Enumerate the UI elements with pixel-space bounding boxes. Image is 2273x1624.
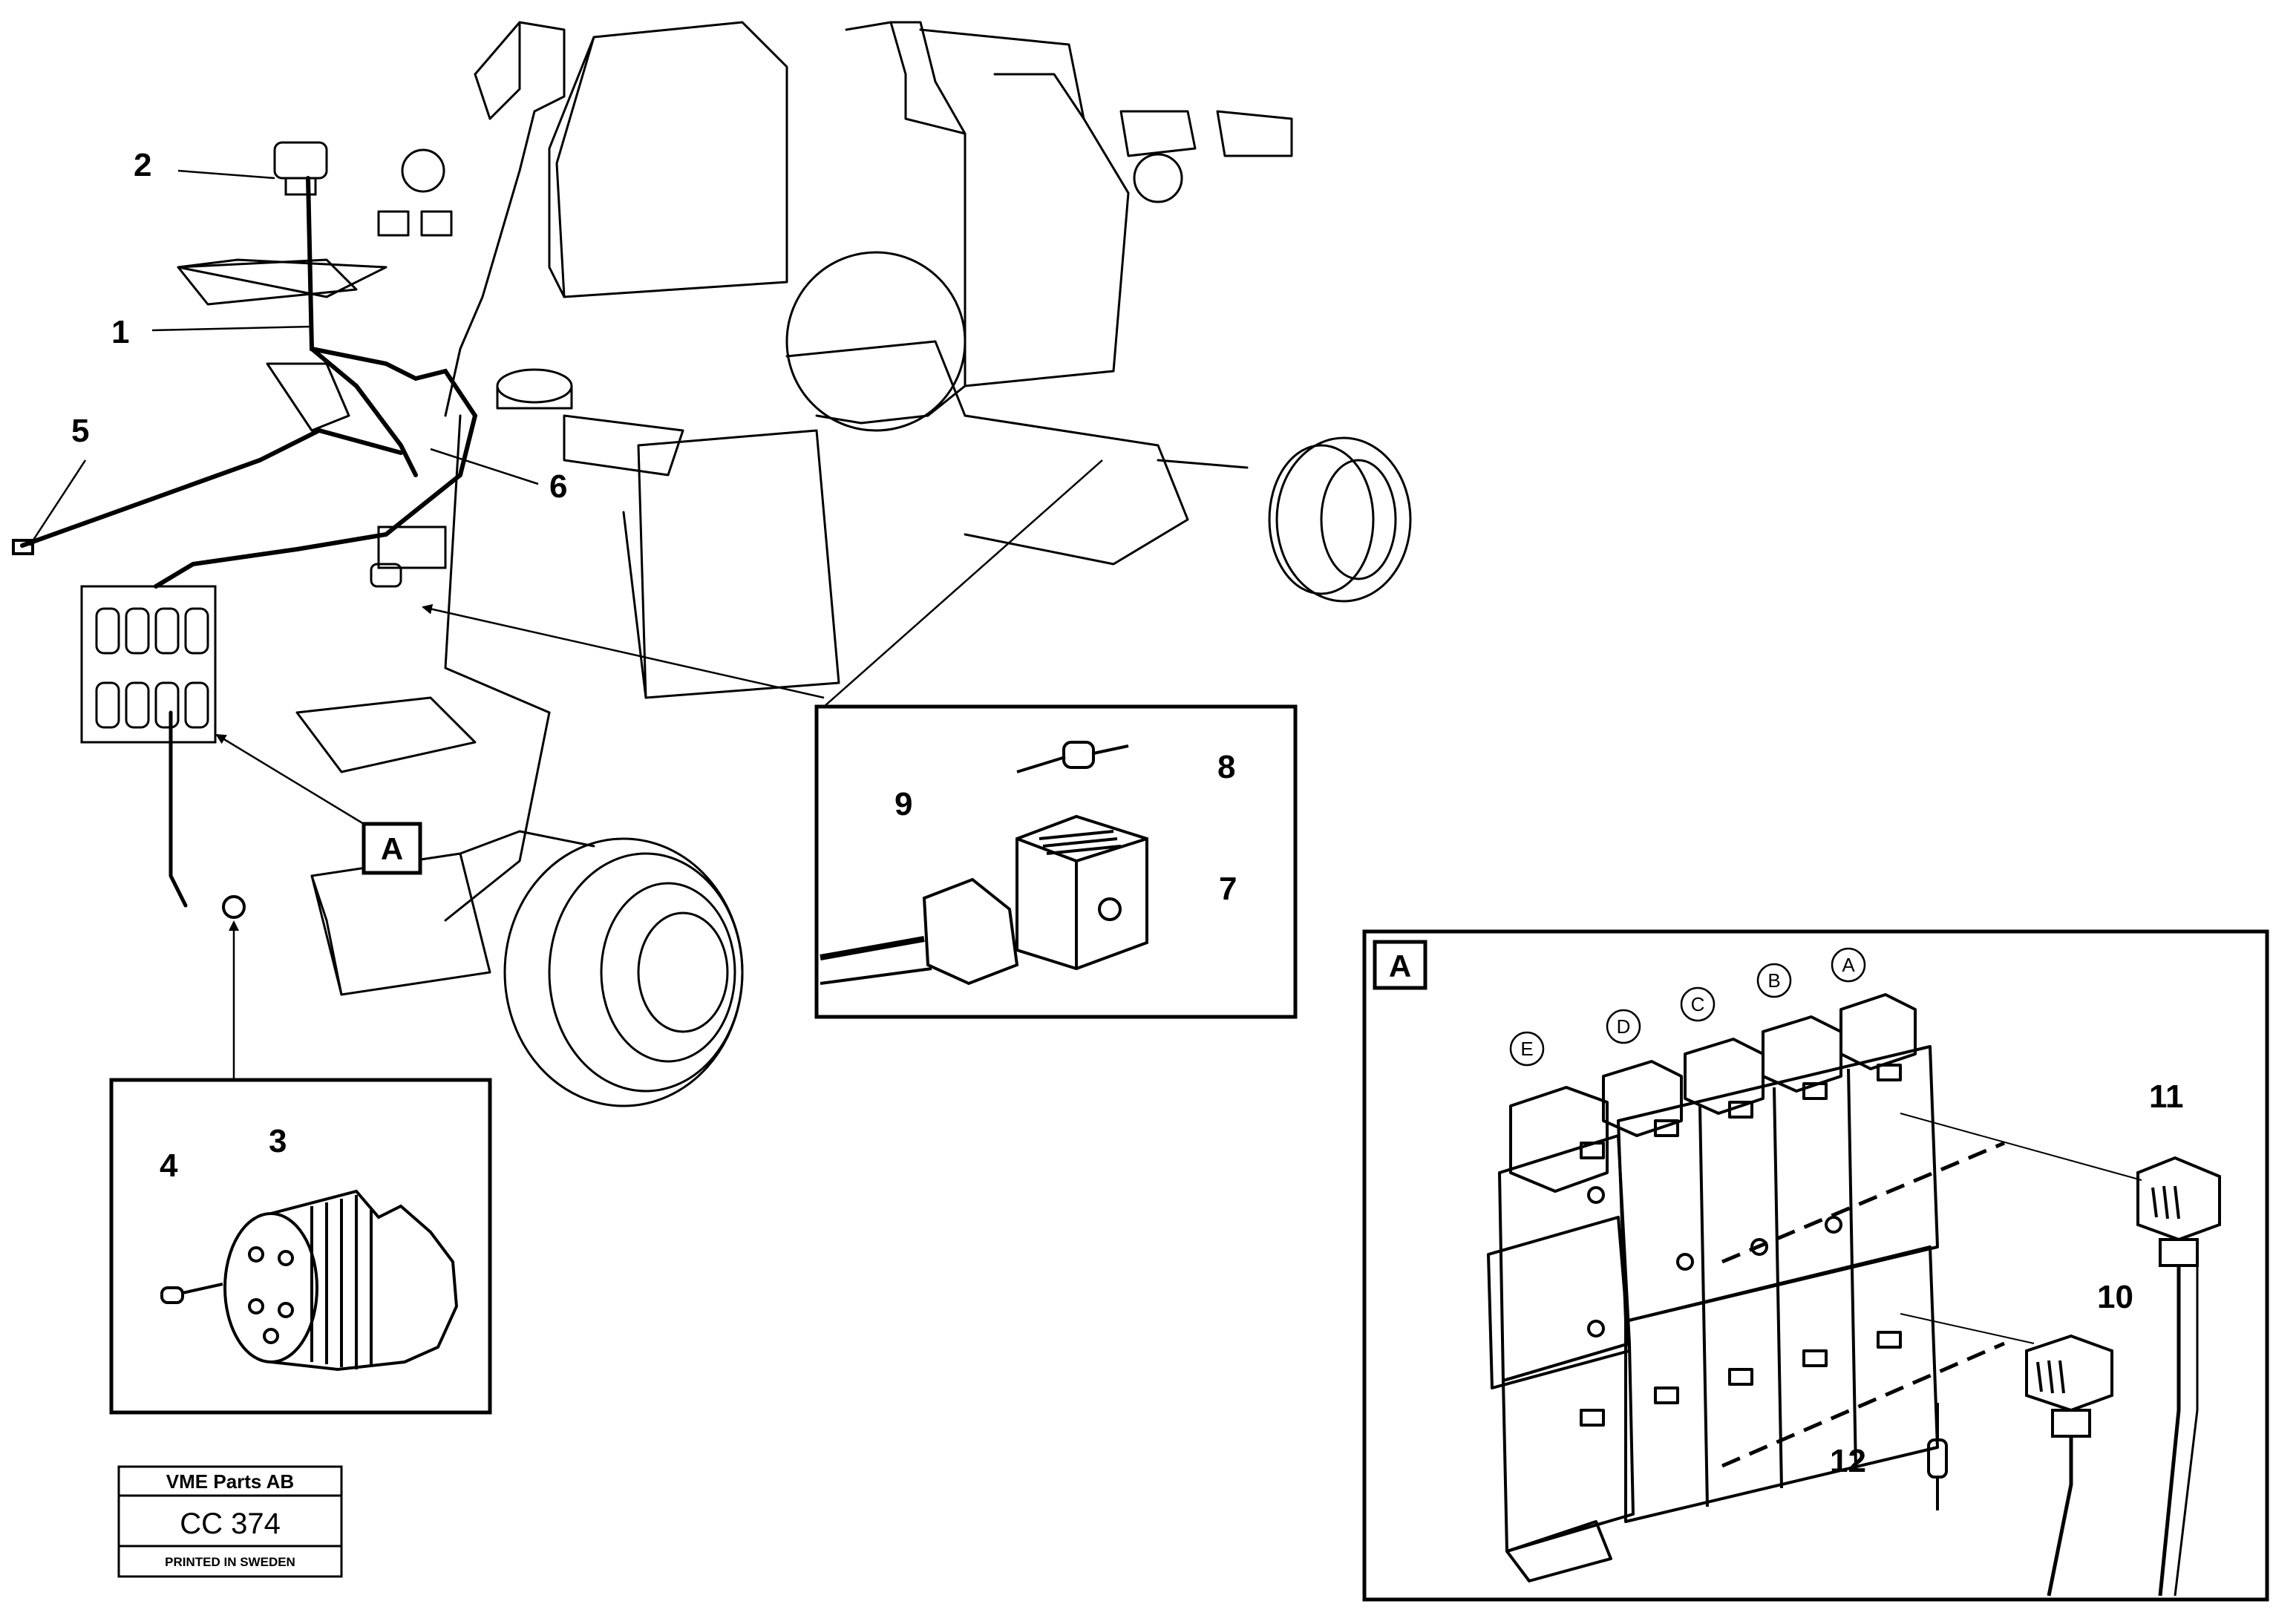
valve-letter-d: D bbox=[1606, 1009, 1641, 1044]
callout-10: 10 bbox=[2097, 1279, 2133, 1315]
round-connector-part-3 bbox=[223, 1189, 459, 1372]
callout-4: 4 bbox=[160, 1147, 178, 1184]
main-connector-block bbox=[370, 525, 447, 588]
detail-marker-a-label: A bbox=[381, 831, 403, 866]
inset-connector-detail: 7 8 9 bbox=[814, 704, 1298, 1019]
callout-3: 3 bbox=[269, 1123, 287, 1159]
valve-letter-e: E bbox=[1509, 1031, 1545, 1067]
callout-12: 12 bbox=[1830, 1443, 1866, 1479]
stamp-code: CC 374 bbox=[180, 1507, 281, 1540]
valve-stack bbox=[1487, 993, 1939, 1582]
guide-lines bbox=[1900, 1113, 2142, 1344]
callout-5: 5 bbox=[71, 413, 89, 449]
lower-cable bbox=[2047, 1436, 2073, 1597]
valve-letter-b-text: B bbox=[1767, 969, 1780, 992]
valve-letter-e-text: E bbox=[1520, 1038, 1533, 1060]
valve-letter-a: A bbox=[1831, 947, 1866, 983]
cable-end-terminal-part-5 bbox=[12, 539, 34, 555]
cable-part-10 bbox=[2158, 1266, 2181, 1597]
inset-plug-detail: 3 4 bbox=[109, 1078, 492, 1415]
diode-part-12 bbox=[1927, 1403, 1948, 1510]
alignment-dashes bbox=[1721, 1141, 2005, 1468]
callout-6: 6 bbox=[549, 468, 567, 505]
sensor-plug-part-2 bbox=[273, 141, 328, 196]
diode-part-8 bbox=[1016, 741, 1129, 773]
inset-a-label: A bbox=[1389, 949, 1411, 983]
callout-9: 9 bbox=[895, 786, 912, 822]
connector-part-11 bbox=[2136, 1156, 2221, 1267]
stamp-note: PRINTED IN SWEDEN bbox=[165, 1555, 295, 1569]
connector-lower bbox=[2025, 1334, 2113, 1438]
detail-marker-a: A bbox=[362, 822, 422, 875]
callout-7: 7 bbox=[1219, 871, 1237, 907]
callout-2: 2 bbox=[134, 147, 151, 183]
printer-stamp: VME Parts AB CC 374 PRINTED IN SWEDEN bbox=[117, 1465, 343, 1578]
callout-1: 1 bbox=[111, 314, 129, 350]
callout-11: 11 bbox=[2149, 1078, 2184, 1115]
machine-frame-illustration bbox=[177, 21, 1412, 1107]
cable-gland-nut-part-9 bbox=[922, 877, 1019, 986]
valve-letter-c: C bbox=[1680, 986, 1716, 1022]
wiring-harness bbox=[20, 176, 478, 589]
valve-letter-d-text: D bbox=[1617, 1015, 1631, 1038]
valve-letter-a-text: A bbox=[1842, 954, 1855, 976]
cable-part-10-second-run bbox=[2174, 1266, 2199, 1597]
callout-8: 8 bbox=[1217, 749, 1235, 785]
connector-housing-part-7 bbox=[1016, 814, 1148, 971]
cable-to-plug bbox=[169, 710, 188, 908]
pin-contact-part-4 bbox=[160, 1283, 223, 1304]
valve-letter-c-text: C bbox=[1691, 993, 1705, 1015]
main-valve-bank bbox=[80, 585, 217, 744]
inset-a-valve-bank: A E D C B A bbox=[1362, 929, 2269, 1602]
stamp-company: VME Parts AB bbox=[166, 1470, 294, 1493]
plug-location-marker bbox=[222, 895, 246, 919]
valve-letter-b: B bbox=[1756, 963, 1792, 998]
